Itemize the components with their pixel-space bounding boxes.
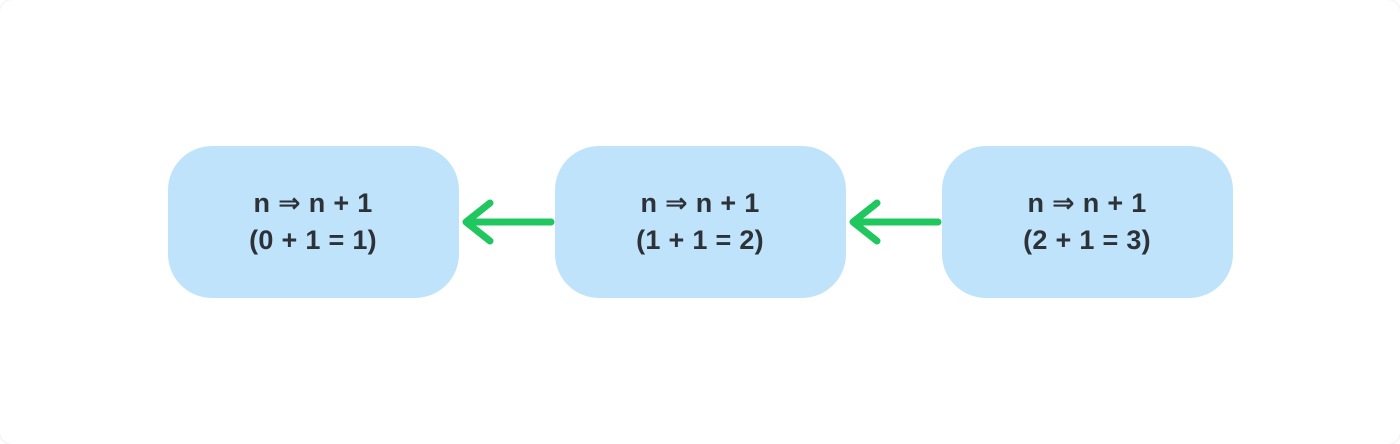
node-evaluation: (0 + 1 = 1) [249, 225, 377, 255]
node-result-2: n ⇒ n + 1 (1 + 1 = 2) [554, 146, 846, 298]
node-rule: n ⇒ n + 1 [1027, 188, 1147, 218]
node-evaluation: (1 + 1 = 2) [636, 225, 764, 255]
node-result-1: n ⇒ n + 1 (0 + 1 = 1) [167, 146, 459, 298]
left-arrow-icon [849, 199, 941, 245]
left-arrow-icon [462, 199, 554, 245]
node-rule: n ⇒ n + 1 [640, 188, 760, 218]
node-result-3: n ⇒ n + 1 (2 + 1 = 3) [941, 146, 1233, 298]
node-rule: n ⇒ n + 1 [253, 188, 373, 218]
evaluation-chain: n ⇒ n + 1 (0 + 1 = 1) n ⇒ n + 1 (1 + 1 =… [167, 146, 1233, 298]
node-evaluation: (2 + 1 = 3) [1023, 225, 1151, 255]
